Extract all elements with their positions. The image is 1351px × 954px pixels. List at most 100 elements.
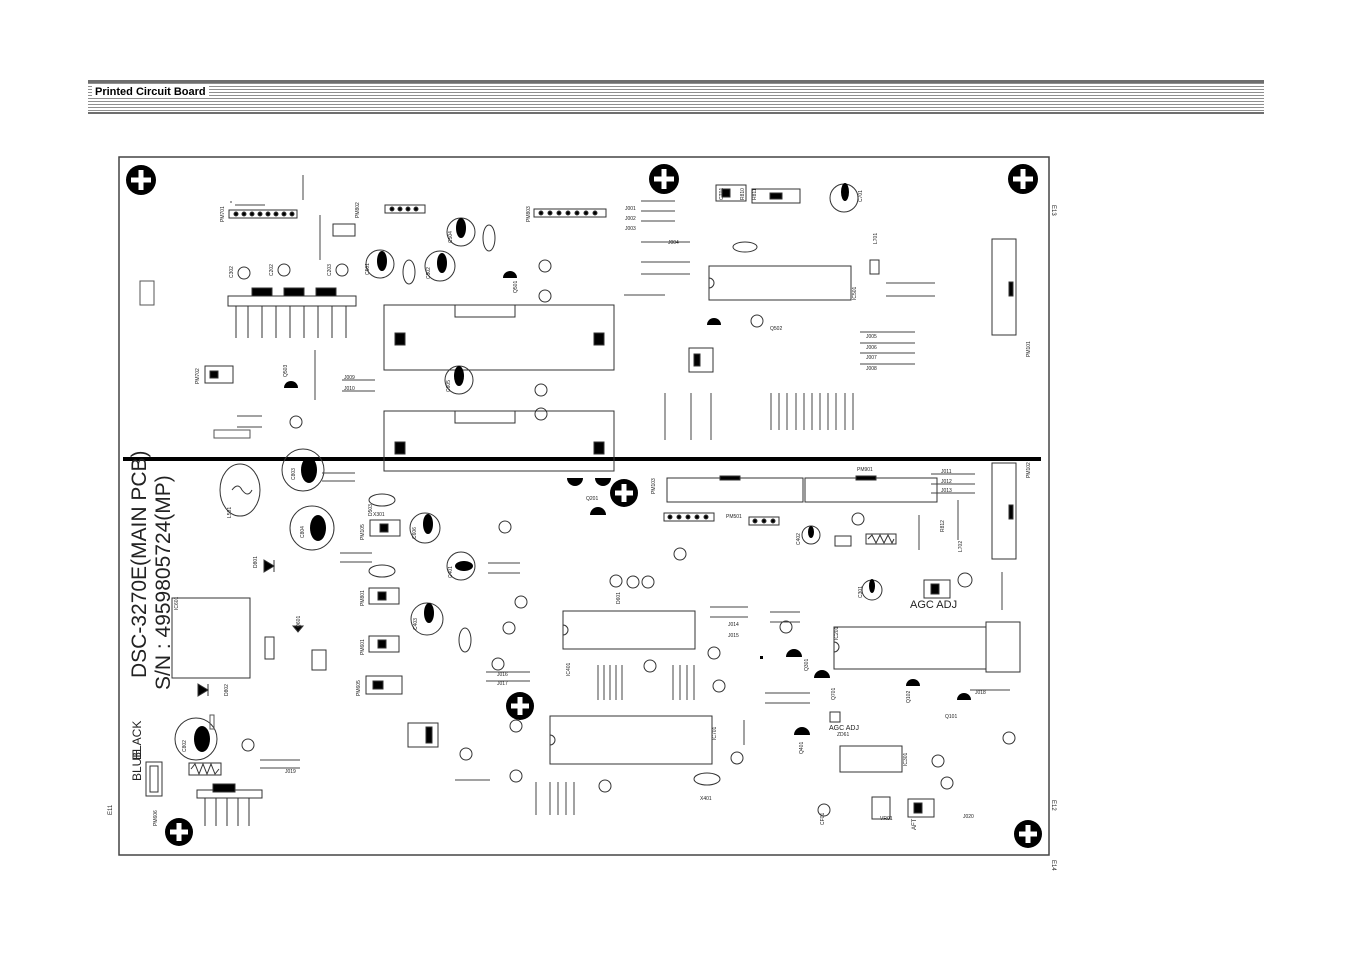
mounting-hole	[506, 692, 534, 720]
capacitor-label: C501	[365, 263, 371, 275]
misc-label: R812	[940, 520, 946, 532]
jumper-label: J005	[866, 334, 877, 340]
capacitor	[174, 717, 218, 761]
board-model-label: DSC-3270E(MAIN PCB)	[128, 450, 151, 678]
header-top-rule	[88, 80, 1264, 83]
capacitor-label: C504	[448, 231, 454, 243]
capacitor	[424, 250, 456, 282]
pmw-label: PM501	[726, 514, 742, 520]
edge-label: E12	[1050, 800, 1056, 811]
transistor-label: Q701	[831, 688, 837, 700]
bottom-heatsink	[196, 783, 263, 826]
jumper-label: J013	[941, 488, 952, 494]
mounting-hole	[610, 479, 638, 507]
misc-label: ZD61	[837, 732, 849, 738]
connector-header	[533, 208, 607, 218]
resistor-traces	[230, 200, 1010, 781]
ic-label: IC701	[712, 726, 718, 740]
capacitor	[829, 183, 859, 213]
capacitor	[446, 217, 476, 247]
capacitor	[446, 551, 476, 581]
regulator-heatsink	[227, 287, 357, 338]
coil	[219, 259, 973, 588]
capacitor	[410, 602, 444, 636]
capacitor-label: C203	[327, 264, 333, 276]
label-tags	[139, 280, 251, 730]
misc-label: X301	[373, 512, 385, 518]
jumper-label: J016	[497, 672, 508, 678]
vertical-traces	[302, 175, 1003, 815]
side-connector	[991, 238, 1017, 560]
jumper-label: J015	[728, 633, 739, 639]
transistor-label: Q502	[770, 326, 782, 332]
ic-label: IC601	[174, 596, 180, 610]
capacitor	[801, 525, 821, 545]
capacitor-label: C606	[412, 527, 418, 539]
relay	[204, 184, 951, 820]
mounting-hole	[126, 165, 156, 195]
capacitor	[444, 365, 474, 395]
board-serial-label: S/N : 4959805724(MP)	[152, 475, 175, 690]
capacitor-label: C403	[413, 618, 419, 630]
misc-label: R811	[752, 188, 758, 200]
misc-label: X401	[700, 796, 712, 802]
capacitor-label: C804	[300, 526, 306, 538]
jumper-label: J018	[975, 690, 986, 696]
capacitor-label: C701	[858, 190, 864, 202]
ic-label: IC501	[852, 286, 858, 300]
capacitor-label: C301	[858, 586, 864, 598]
edge-label: E13	[1050, 205, 1056, 216]
jumper-label: J008	[866, 366, 877, 372]
mounting-hole	[649, 164, 679, 194]
pmw-label: PM103	[651, 478, 657, 494]
pmw-label: PM601	[360, 639, 366, 655]
pmw-label: PM702	[195, 368, 201, 384]
transistor-label: Q201	[586, 496, 598, 502]
jumper-label: J006	[866, 345, 877, 351]
edge-label: E14	[1050, 860, 1056, 871]
transistor-label: Q301	[804, 659, 810, 671]
component-ref-labels: PM802 PM803 PM701 PM101 PM102 PM901 PM10…	[153, 188, 1032, 826]
pmw-label: PM101	[1026, 341, 1032, 357]
misc-label: D601	[616, 592, 622, 604]
agc-adj-label: AGC ADJ	[910, 599, 957, 611]
mounting-hole	[165, 818, 193, 846]
capacitor-label: C502	[426, 267, 432, 279]
capacitor	[861, 579, 883, 601]
capacitor-label: C302	[229, 266, 235, 278]
ic-label: IC301	[903, 752, 909, 766]
jumper-label: J009	[344, 375, 355, 381]
mounting-hole	[1014, 820, 1042, 848]
crystal	[368, 224, 758, 786]
page-title: Printed Circuit Board	[92, 86, 209, 98]
ic-chip	[833, 621, 1021, 673]
diode	[197, 559, 305, 697]
transistor-label: Q501	[513, 281, 519, 293]
misc-label: D802	[224, 684, 230, 696]
ic-chip	[549, 715, 713, 765]
small-components	[237, 259, 1016, 817]
pmw-label: PM701	[220, 206, 226, 222]
jumper-label: J007	[866, 355, 877, 361]
jumper-label: J017	[497, 681, 508, 687]
pmw-label: PM802	[355, 202, 361, 218]
capacitor	[281, 448, 325, 492]
pmw-label: PM901	[857, 467, 873, 473]
pmw-label: PM803	[526, 206, 532, 222]
transistor-label: Q102	[906, 691, 912, 703]
ic-chip	[839, 745, 903, 773]
jumper-label: J002	[625, 216, 636, 222]
connector-header	[228, 209, 298, 219]
ic-label: IC401	[566, 662, 572, 676]
connector-header	[384, 204, 426, 214]
misc-label: L501	[227, 507, 233, 518]
header-bottom-rule	[88, 112, 1264, 114]
capacitor	[289, 505, 335, 551]
capacitor	[365, 249, 395, 279]
misc-label: CT01	[719, 188, 725, 200]
transistor	[284, 271, 971, 735]
pmw-label: PM105	[360, 524, 366, 540]
jumper-label: J014	[728, 622, 739, 628]
mounting-hole	[1008, 164, 1038, 194]
